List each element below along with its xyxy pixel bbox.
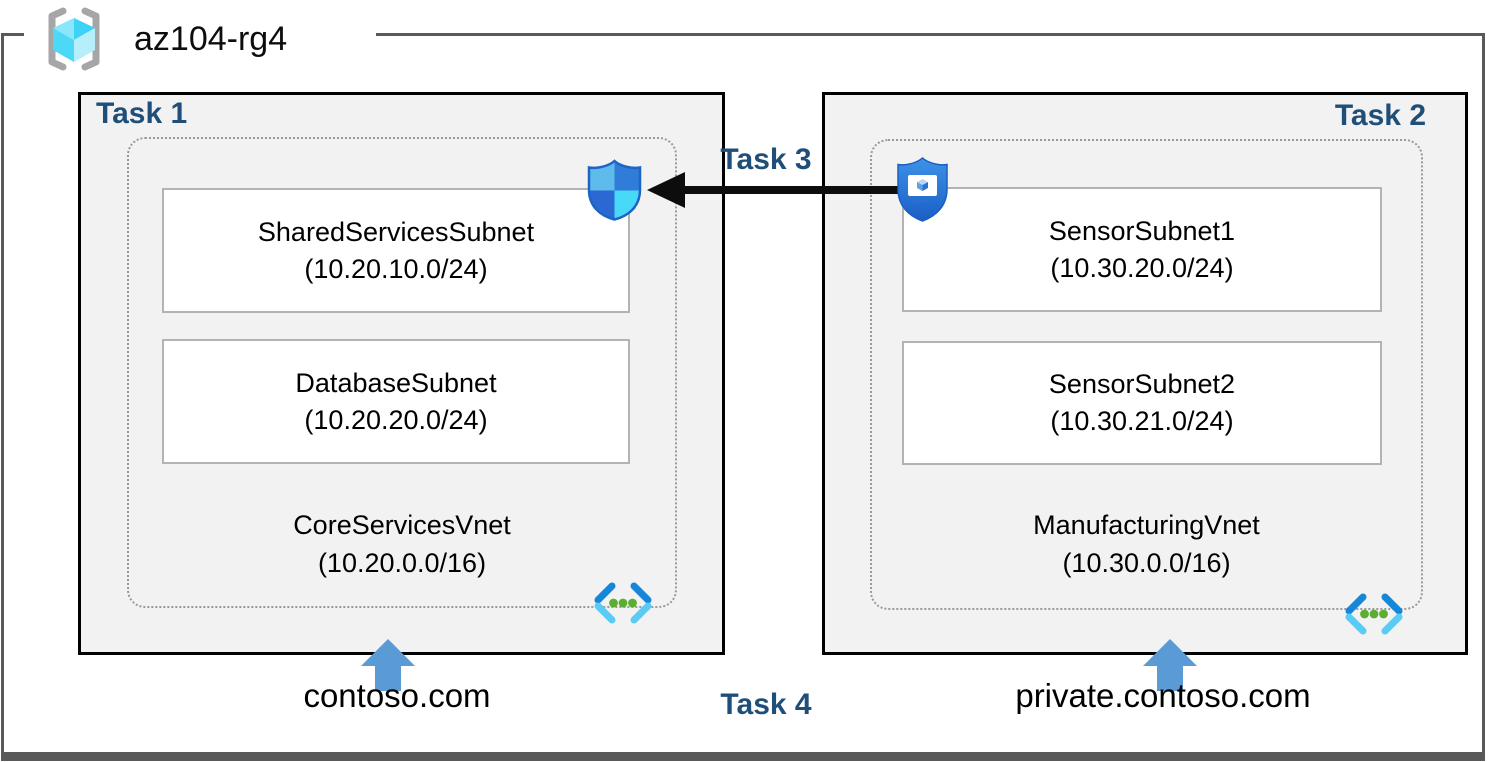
resource-group-boundary	[1, 33, 1485, 761]
subnet-cidr: (10.30.21.0/24)	[1050, 406, 1234, 436]
core-services-vnet-boundary	[127, 137, 677, 608]
vnet-name: CoreServicesVnet	[293, 510, 511, 540]
subnet-name: SensorSubnet2	[1048, 369, 1236, 399]
subnet-name: SharedServicesSubnet	[257, 216, 535, 247]
manufacturing-vnet-boundary	[870, 139, 1423, 610]
network-security-group-icon	[584, 158, 645, 222]
subnet-cidr: (10.20.20.0/24)	[304, 404, 488, 435]
virtual-network-icon	[590, 581, 656, 625]
task4-label: Task 4	[720, 688, 812, 721]
virtual-network-icon	[1341, 592, 1407, 636]
subnet-cidr: (10.20.10.0/24)	[304, 253, 488, 284]
resource-group-icon	[36, 4, 112, 74]
core-services-vnet-label: CoreServicesVnet (10.20.0.0/16)	[127, 506, 677, 582]
application-security-group-icon	[895, 156, 950, 223]
vnet-cidr: (10.30.0.0/16)	[1062, 548, 1231, 578]
sensor-subnet1-box: SensorSubnet1 (10.30.20.0/24)	[902, 187, 1382, 312]
up-arrow-icon	[361, 639, 415, 691]
left-arrow-connector	[645, 167, 907, 213]
database-subnet-box: DatabaseSubnet (10.20.20.0/24)	[162, 339, 630, 464]
resource-group-header-gap	[24, 29, 376, 42]
manufacturing-vnet-label: ManufacturingVnet (10.30.0.0/16)	[870, 506, 1423, 582]
resource-group-name: az104-rg4	[134, 20, 288, 58]
up-arrow-icon	[1143, 639, 1197, 691]
subnet-cidr: (10.30.20.0/24)	[1050, 252, 1234, 283]
sensor-subnet2-box: SensorSubnet2 (10.30.21.0/24)	[902, 341, 1382, 465]
shared-services-subnet-box: SharedServicesSubnet (10.20.10.0/24)	[162, 188, 630, 313]
task3-label: Task 3	[720, 143, 812, 176]
private-contoso-domain-label: private.contoso.com	[1015, 677, 1311, 714]
task2-label: Task 2	[1334, 99, 1426, 132]
vnet-name: ManufacturingVnet	[1033, 510, 1260, 540]
contoso-domain-label: contoso.com	[303, 677, 491, 714]
vnet-cidr: (10.20.0.0/16)	[317, 548, 487, 578]
subnet-name: DatabaseSubnet	[295, 367, 497, 398]
task1-label: Task 1	[96, 97, 188, 130]
subnet-name: SensorSubnet1	[1048, 215, 1236, 246]
